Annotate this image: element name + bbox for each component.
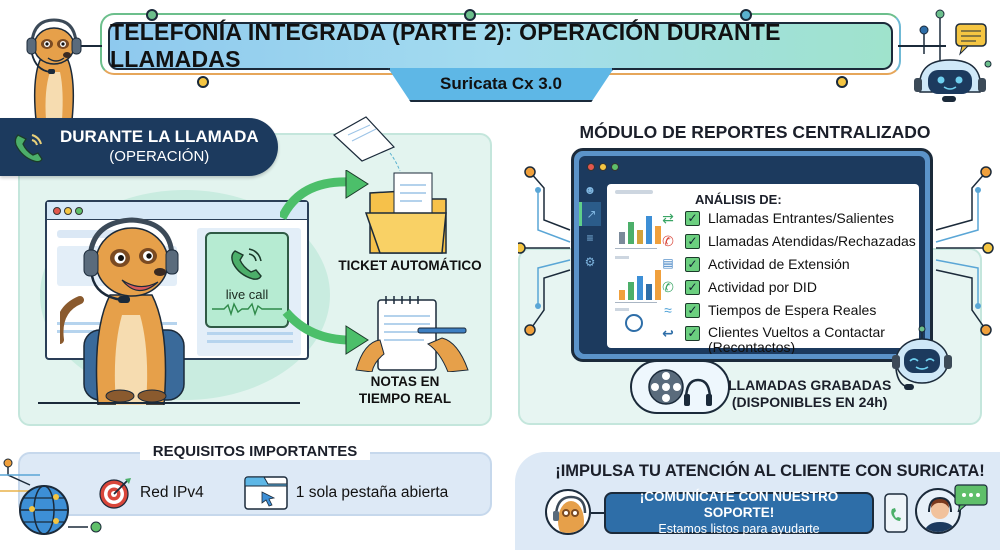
recordings-label: LLAMADAS GRABADAS (DISPONIBLES EN 24h) <box>728 377 892 410</box>
analysis-item: ↩ ✓ Clientes Vueltos a Contactar (Recont… <box>657 325 916 355</box>
section-title: DURANTE LA LLAMADA <box>60 127 259 146</box>
clock-icon <box>625 314 643 332</box>
contact-support-button[interactable]: ¡COMUNÍCATE CON NUESTRO SOPORTE! Estamos… <box>604 489 874 536</box>
product-version-tab: Suricata Cx 3.0 <box>388 68 614 102</box>
meerkat-agent-illustration <box>60 217 185 405</box>
chat-group-icon: ▤ <box>662 256 674 270</box>
reports-monitor: ☻ ↗ ≡ ⚙ <box>571 148 933 362</box>
chat-bubble-icon <box>954 484 988 512</box>
circuit-node <box>146 9 158 21</box>
analysis-item: ≈ ✓ Tiempos de Espera Reales <box>657 302 916 325</box>
checkbox-checked: ✓ <box>685 257 700 272</box>
live-call-label: live call <box>225 286 269 302</box>
support-headline: ¡IMPULSA TU ATENCIÓN AL CLIENTE CON SURI… <box>555 462 985 480</box>
meerkat-mascot-icon <box>26 18 82 120</box>
list-settings-icon[interactable]: ≡ <box>586 231 594 245</box>
page-title: TELEFONÍA INTEGRADA (PARTE 2): OPERACIÓN… <box>108 19 893 72</box>
reports-sidebar: ☻ ↗ ≡ ⚙ <box>579 178 601 354</box>
reports-screen: ANÁLISIS DE: ⇄ ✓ Llamadas Entrantes/Sali… <box>607 184 919 354</box>
target-icon <box>99 478 131 509</box>
phone-reject-icon: ✆ <box>662 233 674 249</box>
checkbox-checked: ✓ <box>685 234 700 249</box>
requirement-ipv4: Red IPv4 <box>98 476 204 510</box>
notas-tiempo-real-label: NOTAS EN TIEMPO REAL <box>358 374 452 406</box>
smartphone-icon <box>884 493 908 533</box>
user-icon[interactable]: ☻ <box>583 183 597 197</box>
phone-ringing-icon <box>14 134 43 163</box>
requirements-title: REQUISITOS IMPORTANTES <box>140 443 370 460</box>
analysis-item: ✆ ✓ Llamadas Atendidas/Rechazadas <box>657 233 916 256</box>
gear-icon[interactable]: ⚙ <box>584 255 596 269</box>
section-subtitle: (OPERACIÓN) <box>109 148 210 165</box>
audio-waveform-icon <box>212 301 282 316</box>
phone-live-icon <box>231 247 262 280</box>
ticket-automatico-label: TICKET AUTOMÁTICO <box>338 258 482 273</box>
meerkat-face-icon <box>553 495 587 533</box>
desk-line <box>38 402 300 404</box>
robot-assistant-icon <box>914 9 992 102</box>
checkbox-checked: ✓ <box>685 326 700 341</box>
analytics-icon[interactable]: ↗ <box>579 202 601 226</box>
bar-chart-icon <box>619 266 661 300</box>
support-agent-avatar <box>915 488 961 534</box>
analysis-item: ✆ ✓ Actividad por DID <box>657 279 916 302</box>
analysis-list: ⇄ ✓ Llamadas Entrantes/Salientes ✆ ✓ Lla… <box>657 210 916 354</box>
circuit-node <box>464 9 476 21</box>
flow-arrows <box>280 170 369 355</box>
film-reel-headphones-icon <box>648 369 712 406</box>
circuit-node <box>836 76 848 88</box>
circuit-node <box>197 76 209 88</box>
robot-assistant-icon <box>892 325 952 390</box>
folder-ticket-icon <box>332 116 447 254</box>
checkbox-checked: ✓ <box>685 211 700 226</box>
live-call-card: live call <box>205 232 289 328</box>
phone-chat-icon: ✆ <box>662 279 674 295</box>
swap-arrows-icon: ⇄ <box>662 210 674 226</box>
notepad-writing-icon <box>355 296 469 372</box>
during-call-header: DURANTE LA LLAMADA (OPERACIÓN) <box>0 118 278 176</box>
return-arrow-icon: ↩ <box>662 325 674 341</box>
analysis-heading: ANÁLISIS DE: <box>695 192 782 207</box>
meerkat-avatar <box>545 489 591 535</box>
browser-tab-icon <box>244 476 288 510</box>
analysis-item: ▤ ✓ Actividad de Extensión <box>657 256 916 279</box>
bar-chart-icon <box>619 210 661 244</box>
checkbox-checked: ✓ <box>685 280 700 295</box>
circuit-node <box>740 9 752 21</box>
globe-network-icon <box>0 458 102 535</box>
requirements-list: Red IPv4 1 sola pestaña abierta <box>98 476 448 510</box>
checkbox-checked: ✓ <box>685 303 700 318</box>
requirement-single-tab: 1 sola pestaña abierta <box>244 476 448 510</box>
analysis-item: ⇄ ✓ Llamadas Entrantes/Salientes <box>657 210 916 233</box>
circuit-decoration <box>518 166 994 336</box>
wave-icon: ≈ <box>664 302 672 318</box>
reports-title: MÓDULO DE REPORTES CENTRALIZADO <box>579 122 931 142</box>
